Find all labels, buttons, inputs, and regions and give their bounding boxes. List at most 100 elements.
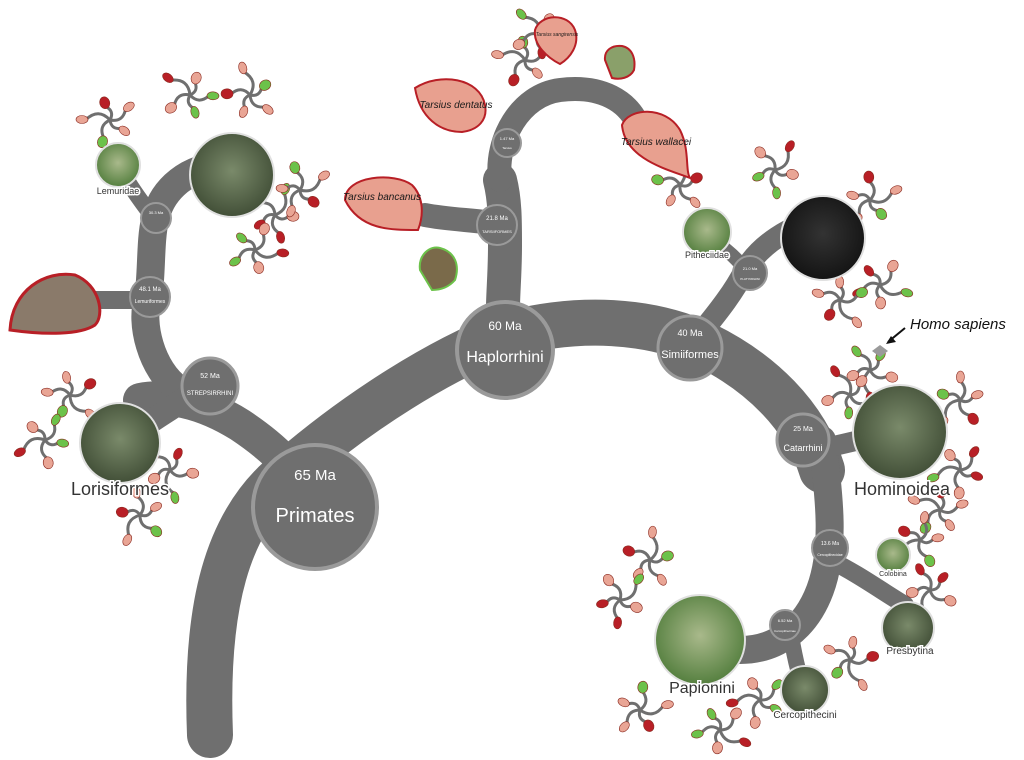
photo-howler[interactable] — [780, 195, 866, 281]
strepsirrhini-name: STREPSIRRHINI — [187, 391, 234, 397]
leaf — [84, 378, 97, 390]
node-lemuriformes[interactable]: 48.1 Ma Lemuriformes — [129, 276, 171, 318]
twig — [273, 191, 288, 217]
leaf — [875, 296, 886, 310]
twig — [188, 93, 211, 102]
leaf — [307, 196, 320, 208]
photo-lemur[interactable] — [189, 132, 275, 218]
leaf — [851, 345, 862, 358]
leaf — [253, 261, 265, 274]
leaf — [318, 170, 330, 181]
leaf — [830, 365, 841, 378]
photo-lorisiformes[interactable]: Lorisiformes — [69, 402, 171, 501]
leaf — [907, 495, 920, 505]
tarsius-bancanus-label: Tarsius bancanus — [343, 192, 421, 203]
leaf — [887, 259, 899, 272]
leaf — [75, 115, 89, 124]
node-haplorrhini[interactable]: 60 Ma Haplorrhini — [455, 300, 555, 400]
leaf — [944, 595, 957, 607]
leaf — [857, 679, 868, 691]
twig — [164, 468, 176, 496]
cercopithecini-label: Cercopithecini — [773, 710, 836, 721]
leaf — [275, 184, 289, 193]
papionini-label: Papionini — [669, 680, 735, 697]
drop-tarsius-sangirensis[interactable]: Tarsius sangirensis — [533, 16, 579, 66]
drop-tarsius-wallacei[interactable]: Tarsius wallacei — [621, 110, 693, 181]
node-primates[interactable]: 65 Ma Primates — [251, 443, 379, 571]
drop-tarsius-dentatus[interactable]: Tarsius dentatus — [413, 78, 493, 134]
leaf — [926, 473, 940, 483]
cercopithecinae-age: 6.52 Ma — [778, 618, 793, 623]
leaf — [238, 105, 249, 118]
leaf — [162, 72, 174, 83]
drop-tarsier-photo[interactable] — [418, 246, 458, 292]
leaf — [970, 471, 984, 481]
leaf — [969, 446, 980, 458]
leaf — [651, 174, 664, 186]
node-cercopithecidae[interactable]: 13.6 Ma Cercopithecidae — [811, 529, 849, 567]
twig — [878, 283, 905, 297]
platyrrhini-name: PLATYRRHINI — [740, 277, 760, 281]
twig — [253, 248, 281, 259]
twig — [868, 189, 894, 204]
colobina-label: Colobina — [879, 571, 907, 578]
leaf — [905, 587, 919, 598]
primates-age: 65 Ma — [294, 467, 336, 484]
leaf — [286, 205, 296, 218]
node-cercopithecinae[interactable]: 6.52 Ma Cercopithecinae — [769, 609, 801, 641]
leaf — [42, 456, 54, 470]
leaf — [220, 88, 234, 100]
photo-papionini[interactable]: Papionini — [654, 594, 746, 699]
drop-tarsier-photo-2[interactable] — [603, 44, 636, 80]
leaf — [915, 563, 925, 576]
leaf — [690, 172, 703, 184]
node-tarsius[interactable]: 1.47 Ma Tarsius — [492, 128, 522, 158]
simiiformes-name: Simiiformes — [661, 349, 719, 361]
leaf — [173, 447, 183, 460]
leaf — [40, 387, 54, 397]
drop-loris-photo[interactable] — [8, 272, 102, 335]
leaf — [739, 737, 752, 748]
tarsiiformes-name: TARSIIFORMES — [482, 229, 512, 234]
drop-tarsius-bancanus[interactable]: Tarsius bancanus — [343, 176, 423, 232]
photo-colobina[interactable]: Colobina — [875, 537, 911, 580]
twig — [648, 534, 659, 562]
leaf — [784, 140, 795, 153]
node-strepsirrhini[interactable]: 52 Ma STREPSIRRHINI — [180, 356, 240, 416]
twig — [820, 290, 842, 302]
tarsius-name: Tarsius — [502, 146, 512, 150]
leaf — [971, 390, 984, 400]
node-tarsiiformes[interactable]: 21.8 Ma TARSIIFORMES — [476, 204, 518, 246]
catarrhini-branch — [726, 426, 844, 664]
leaf — [512, 38, 526, 50]
homo-sapiens-leaf[interactable] — [872, 345, 888, 357]
leaf — [900, 288, 914, 298]
lemuridae-age: 30.3 Ma — [149, 210, 164, 215]
leaf — [622, 545, 635, 557]
twig — [659, 176, 682, 187]
photo-pitheciidae[interactable]: Pitheciidae — [682, 207, 732, 262]
photo-presbytina[interactable]: Presbytina — [881, 601, 936, 659]
leaf — [665, 194, 676, 207]
leaf — [190, 106, 200, 119]
node-simiiformes[interactable]: 40 Ma Simiiformes — [656, 314, 724, 382]
lemuriformes-name: Lemuriformes — [135, 299, 166, 305]
leaf — [596, 599, 609, 609]
leaf — [637, 680, 649, 694]
node-lemuridae[interactable]: 30.3 Ma — [140, 202, 172, 234]
leaf — [150, 525, 163, 538]
node-catarrhini[interactable]: 25 Ma Catarrhini — [775, 412, 831, 468]
leaf — [863, 170, 875, 184]
platyrrhini-age: 21.0 Ma — [743, 266, 758, 271]
leaf — [875, 208, 888, 220]
leaf — [846, 370, 860, 381]
twig — [242, 70, 255, 97]
leaf — [967, 412, 979, 425]
photo-lemuridae[interactable]: Lemuridae — [95, 142, 141, 198]
twig — [84, 112, 112, 122]
node-platyrrhini[interactable]: 21.0 Ma PLATYRRHINI — [732, 255, 768, 291]
photo-hominoidea[interactable]: Hominoidea — [852, 384, 953, 501]
leaf — [276, 248, 290, 258]
photo-cercopithecini[interactable]: Cercopithecini — [772, 665, 838, 723]
twig — [718, 728, 744, 744]
